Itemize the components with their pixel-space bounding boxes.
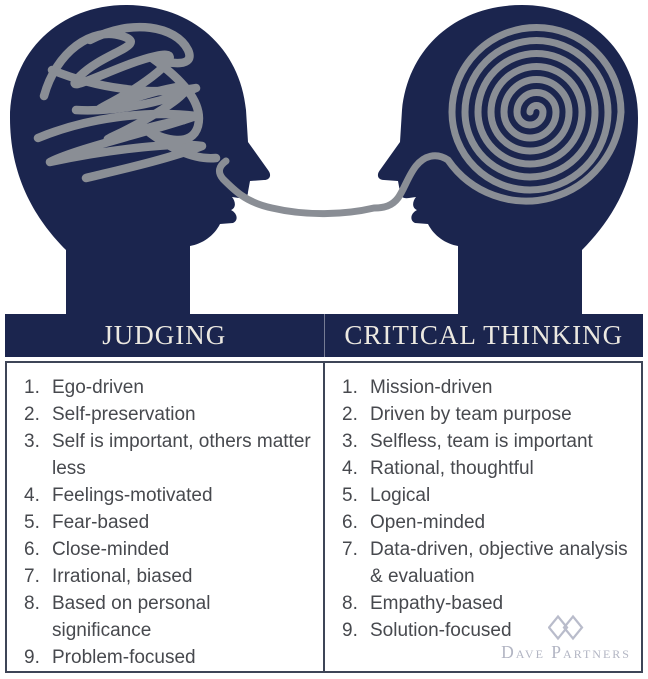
item-number [7,509,52,536]
critical-thinking-list: Mission-driven Driven by team purpose Se… [325,363,641,671]
item-number [7,563,52,590]
item-number [7,428,52,482]
item-number [325,374,370,401]
item-text: Data-driven, objective analysis & evalua… [370,539,628,587]
brand-block: Dave Partners [501,614,631,663]
item-number [325,482,370,509]
list-item: Self-preservation [7,401,313,428]
list-item: Mission-driven [325,374,631,401]
list-item: Irrational, biased [7,563,313,590]
judging-list: Ego-driven Self-preservation Self is imp… [7,363,323,671]
spiral-thought-thread-icon [215,24,625,218]
item-text: Mission-driven [370,377,493,398]
item-text: Selfless, team is important [370,431,593,452]
column-header-judging: JUDGING [102,320,227,350]
list-item: Self is important, others matter less [7,428,313,482]
item-text: Self is important, others matter less [52,431,311,479]
table-header-row: JUDGING CRITICAL THINKING [5,314,643,357]
item-number [325,509,370,536]
item-text: Fear-based [52,512,150,533]
item-number [7,644,52,671]
list-item: Ego-driven [7,374,313,401]
double-diamond-icon [548,614,584,641]
item-number [7,536,52,563]
item-text: Solution-focused [370,620,512,641]
list-item: Based on personal significance [7,590,313,644]
item-number [7,590,52,644]
item-number [325,455,370,482]
list-item: Selfless, team is important [325,428,631,455]
list-item: Close-minded [7,536,313,563]
item-number [325,590,370,617]
column-header-critical-thinking: CRITICAL THINKING [323,314,644,357]
item-number [325,428,370,455]
scribble-thoughts-icon [33,22,221,183]
thinking-heads-illustration [10,5,638,314]
list-item: Fear-based [7,509,313,536]
item-text: Rational, thoughtful [370,458,534,479]
brand-name: Dave Partners [501,642,631,662]
item-number [325,536,370,590]
item-number [7,401,52,428]
item-text: Close-minded [52,539,170,560]
list-item: Feelings-motivated [7,482,313,509]
comparison-table: JUDGING CRITICAL THINKING Ego-driven Sel… [5,314,643,673]
list-item: Rational, thoughtful [325,455,631,482]
item-text: Open-minded [370,512,486,533]
item-number [7,482,52,509]
list-item: Open-minded [325,509,631,536]
list-item: Problem-focused [7,644,313,671]
item-text: Driven by team purpose [370,404,572,425]
item-number [325,401,370,428]
item-text: Feelings-motivated [52,485,213,506]
item-text: Self-preservation [52,404,196,425]
list-item: Data-driven, objective analysis & evalua… [325,536,631,590]
list-item: Solution-focused [325,617,631,644]
list-item: Driven by team purpose [325,401,631,428]
item-text: Based on personal significance [52,593,211,641]
item-text: Problem-focused [52,647,196,668]
item-text: Ego-driven [52,377,144,398]
item-text: Empathy-based [370,593,504,614]
item-number [7,374,52,401]
table-body: Ego-driven Self-preservation Self is imp… [5,361,643,673]
list-item: Logical [325,482,631,509]
item-text: Logical [370,485,431,506]
column-divider [323,363,325,671]
list-item: Empathy-based [325,590,631,617]
item-text: Irrational, biased [52,566,193,587]
item-number [325,617,370,644]
